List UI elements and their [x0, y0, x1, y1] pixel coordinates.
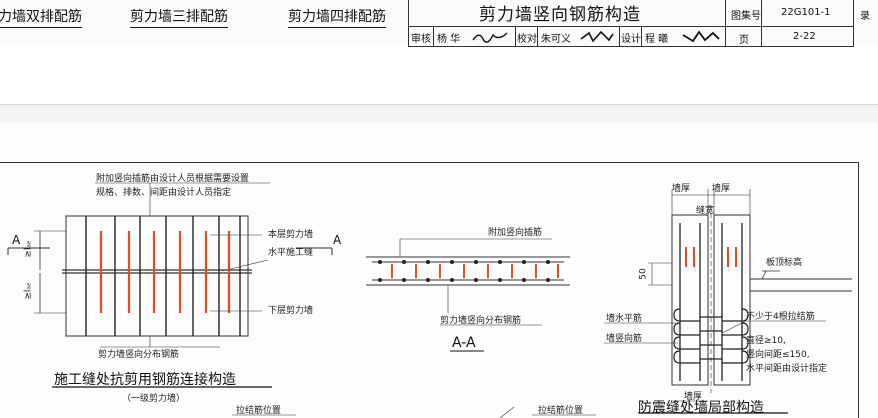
ties-line2: 直径≥10, — [746, 336, 786, 346]
frame-top-line — [0, 162, 858, 163]
seismic-joint-drawing — [604, 189, 852, 414]
figure-construction-joint: 附加竖向插筋由设计人员根据需要设置 规格、排数、间距由设计人员指定 本层剪力墙 … — [0, 123, 360, 418]
figure-section-aa: 附加竖向插筋 剪力墙竖向分布钢筋 A-A — [360, 123, 580, 418]
design-label: 设计 — [621, 34, 641, 45]
triple-row-label: 剪力墙三排配筋 — [130, 6, 228, 28]
title-block: 剪力墙竖向钢筋构造 图集号 22G101-1 页 2-22 审核 杨 华 校对 … — [408, 0, 854, 47]
section-aa-drawing — [366, 238, 570, 352]
upper-wall-label: 本层剪力墙 — [268, 230, 314, 240]
review-signature — [472, 32, 508, 43]
double-row-label: 力墙双排配筋 — [0, 6, 82, 28]
joint-subcaption: （一级剪力墙） — [122, 394, 186, 404]
section-mark-left: A — [12, 233, 21, 247]
design-name: 程 曦 — [645, 34, 669, 45]
tie-pos-label-1: 拉结筋位置 — [236, 406, 282, 416]
page-gap — [0, 104, 878, 123]
joint-note-line1: 附加竖向插筋由设计人员根据需要设置 — [96, 174, 250, 184]
bottom-leader-lines — [232, 406, 596, 418]
joint-note-line2: 规格、排数、间距由设计人员指定 — [96, 188, 232, 198]
joint-label: 水平施工缝 — [268, 248, 314, 258]
gap-width-label: 缝宽 — [696, 206, 715, 216]
wall-thk-right: 墙厚 — [712, 184, 731, 194]
aa-dist-bar-label: 剪力墙竖向分布钢筋 — [440, 316, 522, 326]
design-signature — [682, 30, 720, 43]
slab-top-label: 板顶标高 — [766, 258, 803, 268]
ties-line1: 不少于4根拉结筋 — [746, 312, 815, 322]
atlas-label: 图集号 — [731, 11, 761, 22]
check-signature — [580, 30, 614, 43]
review-label: 审核 — [411, 34, 431, 45]
drawing-page: 附加竖向插筋由设计人员根据需要设置 规格、排数、间距由设计人员指定 本层剪力墙 … — [0, 123, 878, 418]
section-mark-right: A — [333, 233, 342, 247]
section-aa-caption: A-A — [452, 335, 476, 351]
page-label: 页 — [739, 35, 749, 46]
ties-line4: 水平间距由设计指定 — [746, 364, 828, 374]
drawing-title: 剪力墙竖向钢筋构造 — [479, 5, 641, 25]
previous-page-strip: 力墙双排配筋 剪力墙三排配筋 剪力墙四排配筋 剪力墙竖向钢筋构造 图集号 22G… — [0, 0, 878, 47]
quad-row-label: 剪力墙四排配筋 — [288, 6, 386, 28]
check-name: 朱可义 — [541, 34, 571, 45]
page-number: 2-22 — [793, 31, 816, 42]
review-name: 杨 华 — [437, 34, 461, 45]
lower-wall-label: 下层剪力墙 — [268, 306, 314, 316]
seismic-joint-caption: 防震缝处墙局部构造 — [638, 400, 764, 416]
check-label: 校对 — [517, 34, 537, 45]
extra-bar-label: 附加竖向插筋 — [488, 228, 543, 238]
ties-line3: 竖向间距≤150, — [746, 350, 810, 360]
dist-bar-label: 剪力墙竖向分布钢筋 — [98, 350, 180, 360]
joint-caption: 施工缝处抗剪用钢筋连接构造 — [54, 372, 236, 388]
horiz-bar-label: 墙水平筋 — [606, 314, 643, 324]
edge-character: 录 — [860, 11, 870, 22]
wall-thk-bottom: 墙厚 — [684, 392, 703, 402]
joint-drawing — [7, 182, 333, 388]
vert-bar-label: 墙竖向筋 — [606, 334, 643, 344]
frame-right-line — [858, 162, 859, 418]
tie-pos-label-2: 拉结筋位置 — [538, 406, 584, 416]
figure-seismic-joint: 墙厚 墙厚 缝宽 板顶标高 50 墙水平筋 墙竖向筋 不少于4根拉结筋 直径≥1… — [580, 123, 860, 418]
atlas-number: 22G101-1 — [781, 7, 831, 18]
wall-thk-left: 墙厚 — [672, 184, 691, 194]
